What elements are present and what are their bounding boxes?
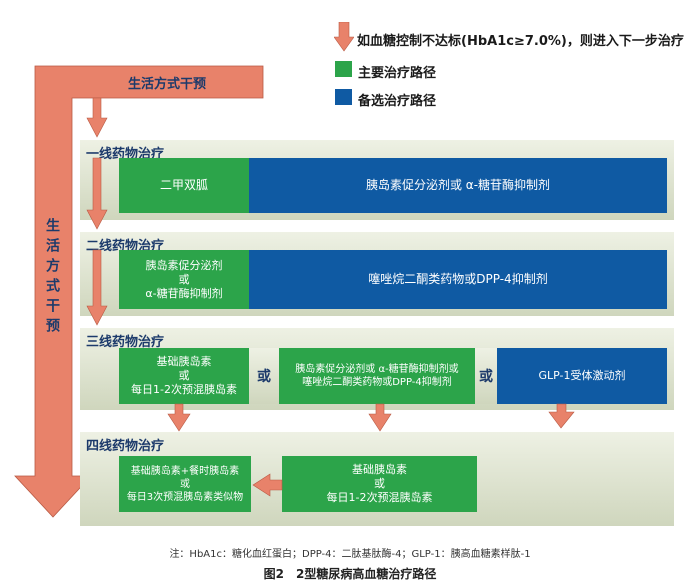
line3-alt2-text: GLP-1受体激动剂 [538, 369, 626, 382]
legend-alternative-swatch [335, 89, 352, 105]
line3-or-2-text: 或 [479, 369, 493, 385]
arrow-line2-to-line3 [86, 249, 108, 326]
legend-primary-swatch [335, 61, 352, 77]
line3-primary-box: 基础胰岛素 或 每日1-2次预混胰岛素 [119, 348, 249, 404]
line2-alternative-text: 噻唑烷二酮类药物或DPP-4抑制剂 [368, 272, 548, 286]
line1-alternative-box: 胰岛素促分泌剂或 α-糖苷酶抑制剂 [249, 158, 667, 213]
figure-caption: 图2 2型糖尿病高血糖治疗路径 [263, 567, 437, 581]
line4-title: 四线药物治疗 [86, 439, 165, 454]
line2-primary-line3: α-糖苷酶抑制剂 [145, 286, 223, 300]
line3-or-2: 或 [475, 348, 497, 404]
line2-primary-line2: 或 [178, 272, 190, 286]
legend-alternative-text: 备选治疗路径 [358, 94, 437, 109]
line3-alt1-line1: 胰岛素促分泌剂或 α-糖苷酶抑制剂或 [295, 364, 459, 375]
legend-arrow-text: 如血糖控制不达标(HbA1c≥7.0%)，则进入下一步治疗 [357, 34, 684, 49]
arrow-line3-primary-down [167, 403, 191, 432]
line4-right-line3: 每日1-2次预混胰岛素 [326, 491, 433, 504]
line3-primary-line3: 每日1-2次预混胰岛素 [131, 383, 237, 396]
legend-down-arrow-icon [334, 22, 354, 52]
line3-alt2-box: GLP-1受体激动剂 [497, 348, 667, 404]
arrow-line3-alt2-down [548, 403, 575, 429]
lifestyle-side-label: 生活方式干预 [44, 218, 60, 338]
line2-alternative-box: 噻唑烷二酮类药物或DPP-4抑制剂 [249, 250, 667, 309]
line4-left-line1: 基础胰岛素+餐时胰岛素 [130, 465, 240, 477]
line3-alt1-box: 胰岛素促分泌剂或 α-糖苷酶抑制剂或 噻唑烷二酮类药物或DPP-4抑制剂 [279, 348, 475, 404]
legend-primary-text: 主要治疗路径 [358, 66, 437, 81]
footnote: 注：HbA1c：糖化血红蛋白；DPP-4：二肽基肽酶-4；GLP-1：胰高血糖素… [169, 549, 531, 560]
line3-primary-line1: 基础胰岛素 [156, 355, 212, 368]
line1-primary-box: 二甲双胍 [119, 158, 249, 213]
line4-right-line2: 或 [374, 477, 385, 490]
line2-primary-box: 胰岛素促分泌剂 或 α-糖苷酶抑制剂 [119, 250, 249, 309]
line4-right-line1: 基础胰岛素 [352, 463, 407, 476]
line3-primary-line2: 或 [178, 369, 190, 382]
line4-left-line3: 每日3次预混胰岛素类似物 [126, 491, 244, 503]
line1-alternative-text: 胰岛素促分泌剂或 α-糖苷酶抑制剂 [365, 178, 551, 192]
line3-title: 三线药物治疗 [86, 335, 165, 350]
line4-left-line2: 或 [180, 478, 190, 490]
arrow-line3-alt1-down [368, 403, 392, 432]
arrow-line4-right-to-left [252, 473, 283, 497]
line2-primary-line1: 胰岛素促分泌剂 [145, 258, 223, 272]
line3-or-1-text: 或 [257, 369, 271, 385]
arrow-line1-to-line2 [86, 157, 108, 230]
arrow-lifestyle-to-line1 [86, 97, 108, 138]
line3-alt1-line2: 噻唑烷二酮类药物或DPP-4抑制剂 [302, 377, 452, 388]
lifestyle-top-label: 生活方式干预 [128, 77, 207, 92]
line1-primary-text: 二甲双胍 [159, 178, 208, 192]
line4-right-box: 基础胰岛素 或 每日1-2次预混胰岛素 [282, 456, 477, 512]
line4-left-box: 基础胰岛素+餐时胰岛素 或 每日3次预混胰岛素类似物 [119, 456, 251, 512]
line3-or-1: 或 [249, 348, 279, 404]
